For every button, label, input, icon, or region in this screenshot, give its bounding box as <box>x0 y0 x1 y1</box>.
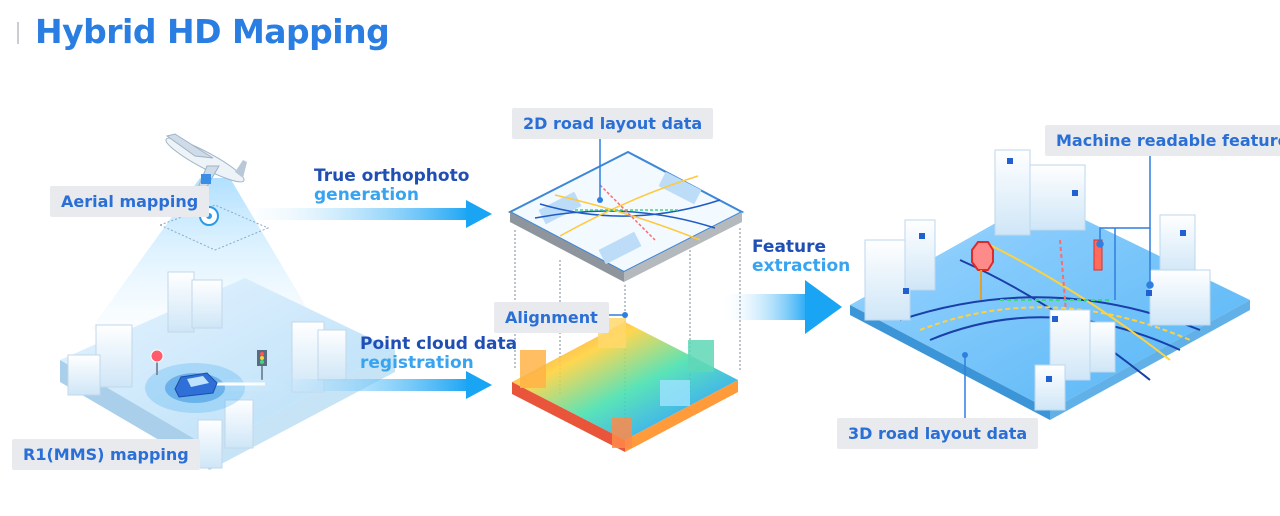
label-r1-mapping: R1(MMS) mapping <box>12 439 200 470</box>
label-aerial-mapping: Aerial mapping <box>50 186 210 217</box>
page-title: Hybrid HD Mapping <box>35 12 390 51</box>
step-pointcloud: Point cloud data registration <box>360 335 517 373</box>
label-alignment: Alignment <box>494 302 609 333</box>
step-feature-line2: extraction <box>752 256 851 276</box>
point-cloud-plate <box>512 318 738 452</box>
step-pointcloud-line1: Point cloud data <box>360 334 518 354</box>
road3d-leader <box>962 352 968 420</box>
stop-sign-icon <box>971 241 994 300</box>
hd-map-3d <box>850 149 1250 420</box>
machine-readable-leaders <box>1096 152 1154 300</box>
step-orthophoto-line2: generation <box>314 185 419 205</box>
sign-feature-icon <box>1093 239 1103 271</box>
arrow-feature-extraction <box>720 280 842 334</box>
title-divider <box>17 22 19 44</box>
label-3d-road-layout: 3D road layout data <box>837 418 1039 449</box>
label-machine-readable: Machine readable feature <box>1045 125 1280 156</box>
step-orthophoto: True orthophoto generation <box>314 167 469 205</box>
traffic-light-icon <box>257 350 267 380</box>
road-layout-2d-plate <box>507 150 745 282</box>
road2d-marker <box>597 137 603 203</box>
airplane-icon <box>165 133 247 191</box>
step-feature-line1: Feature <box>752 237 827 257</box>
label-2d-road-layout: 2D road layout data <box>512 108 714 139</box>
car-icon <box>174 372 218 398</box>
arrow-orthophoto <box>225 200 492 228</box>
step-orthophoto-line1: True orthophoto <box>314 166 470 186</box>
stop-sign-icon <box>150 349 164 375</box>
step-pointcloud-line2: registration <box>360 353 474 373</box>
arrow-pointcloud <box>215 371 492 399</box>
step-feature-extraction: Feature extraction <box>752 238 850 276</box>
